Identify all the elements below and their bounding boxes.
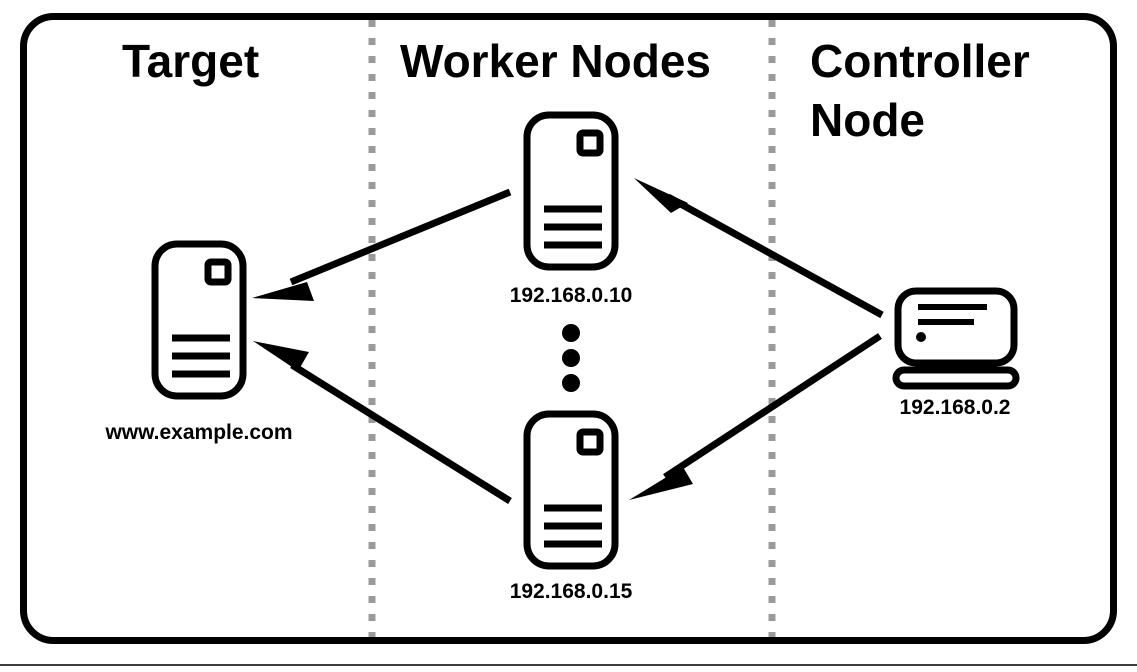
diagram-frame bbox=[20, 13, 1117, 644]
arrow-controller-to-worker-bottom bbox=[629, 333, 882, 500]
node-worker-bottom[interactable]: 192.168.0.15 bbox=[510, 410, 633, 603]
column-heading-worker-nodes: Worker Nodes bbox=[400, 35, 711, 87]
node-controller[interactable]: 192.168.0.2 bbox=[892, 287, 1020, 419]
node-worker-top[interactable]: 192.168.0.10 bbox=[510, 111, 633, 307]
arrow-controller-to-worker-top bbox=[634, 178, 884, 319]
monitor-icon bbox=[892, 287, 1020, 390]
node-target[interactable]: www.example.com bbox=[104, 240, 293, 444]
vertical-ellipsis-icon bbox=[562, 324, 580, 392]
server-icon bbox=[523, 111, 619, 271]
node-label-target: www.example.com bbox=[104, 421, 292, 444]
column-heading-target: Target bbox=[122, 35, 259, 87]
node-label-worker-top: 192.168.0.10 bbox=[510, 284, 633, 307]
server-icon bbox=[151, 240, 247, 400]
node-label-worker-bottom: 192.168.0.15 bbox=[510, 580, 633, 603]
server-icon bbox=[523, 410, 619, 570]
arrow-worker-bottom-to-target bbox=[253, 341, 512, 504]
arrow-worker-top-to-target bbox=[252, 188, 512, 301]
node-label-controller: 192.168.0.2 bbox=[900, 396, 1011, 419]
column-heading-controller-node-line2: Node bbox=[810, 94, 925, 146]
column-heading-controller-node-line1: Controller bbox=[810, 35, 1030, 87]
